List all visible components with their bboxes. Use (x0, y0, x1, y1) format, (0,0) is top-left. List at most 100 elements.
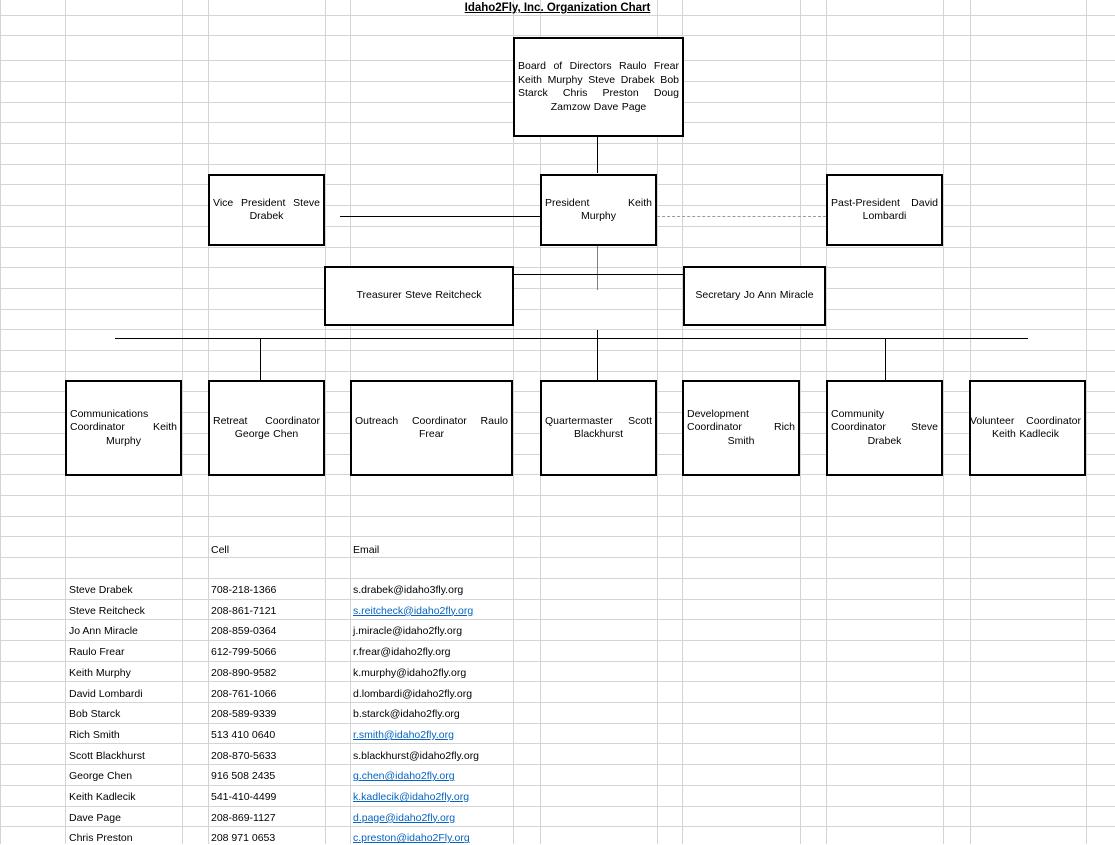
gridline-horizontal (0, 516, 1115, 517)
gridline-horizontal (0, 681, 1115, 682)
gridline-horizontal (0, 247, 1115, 248)
org-box-secretary[interactable]: Secretary Jo Ann Miracle (683, 266, 826, 326)
gridline-horizontal (0, 267, 1115, 268)
org-box-outreach-coordinator[interactable]: Outreach Coordinator Raulo Frear (350, 380, 513, 476)
connector-president-to-past-president (657, 216, 826, 217)
contact-name-cell: Steve Reitcheck (69, 604, 145, 617)
contact-name-cell: Scott Blackhurst (69, 749, 145, 762)
contact-name-cell: Dave Page (69, 811, 121, 824)
gridline-horizontal (0, 578, 1115, 579)
gridline-horizontal (0, 599, 1115, 600)
gridline-vertical (943, 0, 944, 844)
gridline-horizontal (0, 557, 1115, 558)
gridline-vertical (0, 0, 1, 844)
contact-email-cell: s.drabek@idaho3fly.org (353, 584, 464, 596)
connector-treasurer-to-secretary (514, 274, 683, 275)
contact-email-cell[interactable]: r.smith@idaho2fly.org (353, 728, 454, 741)
org-box-treasurer[interactable]: Treasurer Steve Reitcheck (324, 266, 514, 326)
contact-email-cell[interactable]: d.page@idaho2fly.org (353, 811, 456, 824)
gridline-vertical (513, 0, 514, 844)
org-box-quartermaster[interactable]: Quartermaster Scott Blackhurst (540, 380, 657, 476)
org-box-treasurer-label: Treasurer Steve Reitcheck (356, 289, 482, 302)
contact-email-cell: s.blackhurst@idaho2fly.org (353, 749, 480, 762)
org-box-community-coordinator-label: Community Coordinator Steve Drabek (831, 407, 938, 447)
contact-phone-cell: 208-589-9339 (211, 708, 277, 721)
org-box-president-label: President Keith Murphy (545, 196, 652, 223)
gridline-horizontal (0, 309, 1115, 310)
contact-phone-cell: 208-859-0364 (211, 625, 277, 638)
contact-phone-cell: 208-870-5633 (211, 749, 277, 762)
gridline-horizontal (0, 619, 1115, 620)
contact-header-cell: Cell (211, 544, 230, 556)
connector-vp-to-president (340, 216, 540, 217)
org-box-board-of-directors[interactable]: Board of Directors Raulo Frear Keith Mur… (513, 37, 684, 137)
gridline-horizontal (0, 702, 1115, 703)
contact-header-email: Email (353, 544, 380, 556)
org-box-volunteer-coordinator[interactable]: Volunteer Coordinator Keith Kadlecik (969, 380, 1086, 476)
org-box-past-president-label: Past-President David Lombardi (831, 196, 938, 223)
org-box-communications-coordinator[interactable]: Communications Coordinator Keith Murphy (65, 380, 182, 476)
gridline-vertical (800, 0, 801, 844)
connector-bus-to-retreat (260, 338, 261, 380)
contact-phone-cell: 208-861-7121 (211, 604, 277, 617)
org-box-past-president[interactable]: Past-President David Lombardi (826, 174, 943, 246)
connector-bus-to-quartermaster (597, 338, 598, 380)
gridline-vertical (325, 0, 326, 844)
contact-phone-cell: 208 971 0653 (211, 832, 276, 845)
connector-coordinator-bus (115, 338, 1028, 339)
gridline-horizontal (0, 15, 1115, 16)
org-box-secretary-label: Secretary Jo Ann Miracle (695, 289, 814, 302)
org-box-outreach-coordinator-label: Outreach Coordinator Raulo Frear (355, 414, 508, 441)
org-box-vice-president[interactable]: Vice President Steve Drabek (208, 174, 325, 246)
gridline-horizontal (0, 536, 1115, 537)
contact-name-cell: Raulo Frear (69, 646, 125, 659)
gridline-horizontal (0, 806, 1115, 807)
contact-name-cell: David Lombardi (69, 687, 143, 700)
contact-email-cell[interactable]: g.chen@idaho2fly.org (353, 770, 455, 783)
gridline-horizontal (0, 143, 1115, 144)
contact-name-cell: Keith Murphy (69, 666, 131, 679)
contact-email-cell[interactable]: c.preston@idaho2Fly.org (353, 832, 470, 845)
gridline-horizontal (0, 164, 1115, 165)
connector-board-to-president (597, 137, 598, 173)
contact-phone-cell: 708-218-1366 (211, 584, 277, 596)
contact-email-cell[interactable]: s.reitcheck@idaho2fly.org (353, 604, 474, 617)
org-box-vice-president-label: Vice President Steve Drabek (213, 196, 320, 223)
gridline-horizontal (0, 640, 1115, 641)
connector-president-to-bus (597, 330, 598, 339)
contact-phone-cell: 916 508 2435 (211, 770, 276, 783)
page-title: Idaho2Fly, Inc. Organization Chart (464, 2, 651, 14)
contact-phone-cell: 208-869-1127 (211, 811, 276, 824)
gridline-horizontal (0, 329, 1115, 330)
org-box-board-of-directors-label: Board of Directors Raulo Frear Keith Mur… (518, 60, 679, 113)
gridline-horizontal (0, 764, 1115, 765)
org-box-quartermaster-label: Quartermaster Scott Blackhurst (545, 414, 652, 441)
gridline-horizontal (0, 826, 1115, 827)
connector-bus-to-community (885, 338, 886, 380)
contact-phone-cell: 513 410 0640 (211, 728, 276, 741)
contact-name-cell: Steve Drabek (69, 584, 133, 596)
gridline-horizontal (0, 723, 1115, 724)
contact-name-cell: Rich Smith (69, 728, 120, 741)
contact-phone-cell: 208-761-1066 (211, 687, 277, 700)
gridline-horizontal (0, 350, 1115, 351)
contact-email-cell: j.miracle@idaho2fly.org (353, 625, 463, 638)
gridline-vertical (1086, 0, 1087, 844)
gridline-horizontal (0, 371, 1115, 372)
gridline-horizontal (0, 495, 1115, 496)
contact-name-cell: George Chen (69, 770, 133, 783)
contact-email-cell: k.murphy@idaho2fly.org (353, 666, 467, 679)
org-box-development-coordinator[interactable]: Development Coordinator Rich Smith (682, 380, 800, 476)
org-box-communications-coordinator-label: Communications Coordinator Keith Murphy (70, 407, 177, 447)
org-box-development-coordinator-label: Development Coordinator Rich Smith (687, 407, 795, 447)
contact-phone-cell: 541-410-4499 (211, 791, 277, 803)
contact-email-cell[interactable]: k.kadlecik@idaho2fly.org (353, 791, 470, 803)
org-box-president[interactable]: President Keith Murphy (540, 174, 657, 246)
gridline-horizontal (0, 661, 1115, 662)
org-box-retreat-coordinator[interactable]: Retreat Coordinator George Chen (208, 380, 325, 476)
contact-email-cell: r.frear@idaho2fly.org (353, 646, 451, 659)
gridline-vertical (182, 0, 183, 844)
contact-email-cell: d.lombardi@idaho2fly.org (353, 687, 473, 700)
org-box-community-coordinator[interactable]: Community Coordinator Steve Drabek (826, 380, 943, 476)
connector-president-down (597, 246, 598, 290)
